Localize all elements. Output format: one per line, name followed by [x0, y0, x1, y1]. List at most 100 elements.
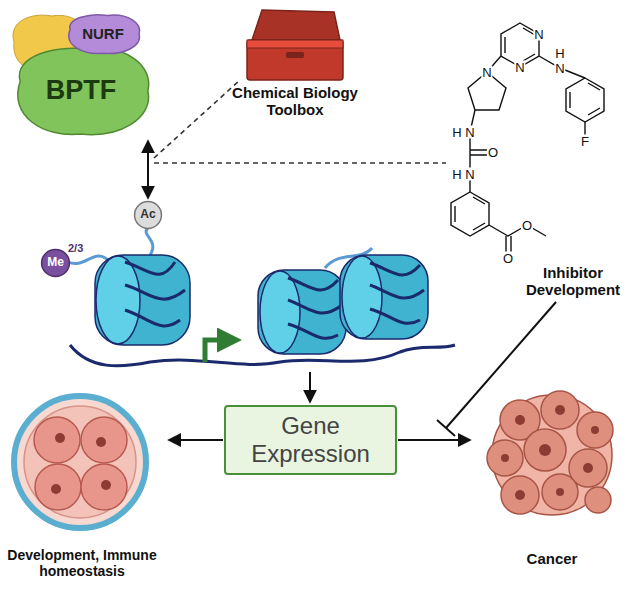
nucleosome [95, 255, 190, 345]
tumor-icon [583, 463, 593, 473]
flow-arrow [309, 372, 311, 401]
dashed-link [154, 80, 240, 158]
inhibitor-structure [451, 192, 489, 236]
tumor-icon [501, 476, 539, 514]
inhibition-line [437, 420, 455, 436]
embryo-icon [81, 417, 127, 463]
histone-tail [146, 228, 153, 255]
nucleosome [288, 278, 342, 338]
node-label: NURF [82, 25, 124, 42]
tumor-icon [555, 405, 565, 415]
embryo-icon [14, 396, 146, 528]
icon-label: Chemical Biology Toolbox [216, 84, 374, 128]
atom-label: N [554, 62, 565, 75]
nucleosome [258, 270, 346, 354]
inhibitor-structure [489, 225, 546, 236]
flow-arrow [398, 439, 469, 441]
node-label: Ac [140, 208, 155, 222]
toolbox-icon [247, 40, 343, 48]
node-label: Gene Expression [226, 412, 395, 467]
nucleosome [342, 256, 382, 338]
atom-label: N [464, 126, 475, 139]
tumor-icon [556, 488, 564, 496]
inhibitor-structure [451, 23, 604, 258]
toolbox-icon [247, 10, 343, 80]
inhibitor-structure [468, 56, 506, 110]
tumor-icon [515, 415, 525, 425]
outcome-label: Cancer [472, 370, 632, 575]
atom-label: H [451, 168, 462, 181]
tumor-icon [542, 474, 578, 510]
toolbox-icon [286, 52, 304, 58]
inhibition-line [437, 302, 556, 436]
toolbox-icon [247, 40, 343, 80]
outline [18, 48, 149, 134]
tumor-icon [501, 454, 509, 462]
binding-arrow [147, 142, 149, 197]
embryo-icon [24, 406, 136, 518]
dashed-link [154, 80, 446, 163]
atom-label: H [451, 126, 462, 139]
outcome-label: Development, Immune homeostasis [0, 385, 167, 585]
protein-subunit: NURF [62, 12, 144, 56]
atom-label: N [514, 61, 525, 74]
outline [135, 202, 162, 229]
superscript-label: 2/3 [68, 242, 83, 255]
atom-label: O [521, 219, 533, 232]
tumor-icon [577, 412, 613, 448]
histone-mark: Me2/3 [41, 249, 70, 277]
atom-label: H [554, 47, 565, 60]
process-box: Gene Expression [224, 405, 397, 475]
nucleosome [340, 255, 428, 339]
embryo-icon [55, 433, 65, 443]
tumor-icon [585, 487, 611, 513]
tumor-icon [515, 490, 525, 500]
embryo-icon [34, 417, 80, 463]
nucleosome [340, 255, 428, 339]
atom-label: O [502, 252, 514, 265]
atom-label: N [481, 66, 492, 79]
toolbox-icon [252, 10, 340, 40]
flow-arrow [170, 439, 223, 441]
embryo-icon [96, 437, 106, 447]
inhibition-line [446, 302, 556, 428]
outline [42, 250, 70, 277]
dashed-link [154, 162, 446, 164]
tumor-icon [541, 391, 579, 429]
tumor-icon [591, 426, 599, 434]
atom-label: F [580, 135, 590, 148]
atom-label: O [487, 146, 499, 159]
node-label: Cancer [527, 550, 578, 575]
node-label: BPTF [46, 75, 117, 106]
inhibitor-structure [455, 197, 485, 230]
inhibitor-structure [505, 28, 535, 61]
nucleosome [95, 255, 190, 345]
atom-label: N [464, 168, 475, 181]
node-label: Me [47, 256, 64, 270]
inhibitor-structure [570, 83, 600, 115]
embryo-icon [35, 464, 81, 510]
nucleosome [96, 256, 140, 344]
tumor-icon [487, 391, 613, 515]
tumor-icon [539, 444, 551, 456]
nucleosome [260, 271, 300, 353]
atom-label: N [533, 28, 544, 41]
inhibitor-structure [566, 78, 604, 122]
tumor-icon [524, 429, 566, 471]
embryo-icon [14, 396, 146, 528]
node-label: Development, Immune homeostasis [0, 547, 167, 585]
icon-label: Inhibitor Development [510, 264, 636, 304]
embryo-icon [101, 480, 111, 490]
node-label: Chemical Biology Toolbox [216, 84, 374, 119]
node-label: Inhibitor Development [510, 264, 636, 299]
nucleosome [370, 263, 424, 323]
dna-strand [70, 345, 455, 366]
nucleosome [125, 262, 185, 326]
embryo-icon [51, 484, 61, 494]
protein-complex: BPTF [5, 42, 157, 140]
histone-mark: Ac [134, 201, 162, 229]
outline [69, 15, 140, 54]
tumor-icon [487, 440, 523, 476]
tss-arrow [205, 340, 232, 362]
